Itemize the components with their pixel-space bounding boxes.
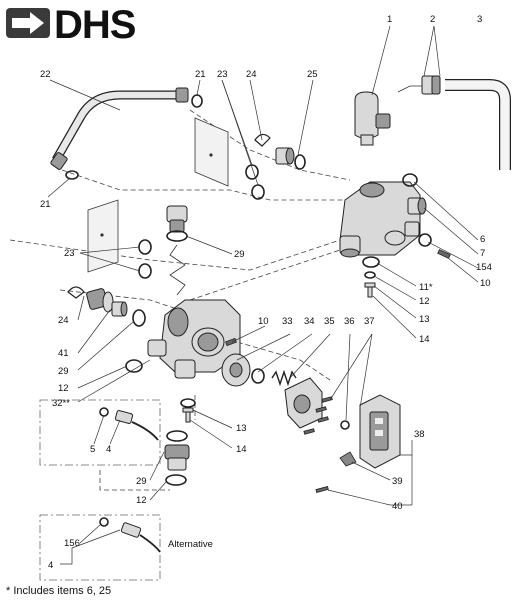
callout-32: 32**	[52, 398, 70, 409]
screw-13a	[364, 282, 376, 298]
spring-guide	[169, 244, 186, 296]
callout-14b: 14	[236, 444, 247, 455]
clip-24b	[67, 286, 85, 299]
callout-23b: 23	[64, 248, 75, 259]
screw-40	[315, 485, 329, 493]
bypass-pipe-22	[50, 87, 189, 170]
callout-21a: 21	[195, 69, 206, 80]
oring-11	[362, 256, 380, 268]
callout-13a: 13	[419, 314, 430, 325]
callout-10a: 10	[480, 278, 491, 289]
callout-34: 34	[304, 316, 315, 327]
drain-hose-3	[445, 79, 511, 170]
clip-39	[339, 451, 357, 467]
screws-37	[303, 396, 333, 435]
callout-7: 7	[480, 248, 485, 259]
oring-29c	[166, 430, 188, 442]
callout-14a: 14	[419, 334, 430, 345]
dhs-logo: DHS	[6, 3, 137, 47]
callout-13b: 13	[236, 423, 247, 434]
bracket-plate-lower	[87, 199, 119, 273]
oring-6	[402, 173, 418, 187]
washer-12c	[180, 398, 196, 408]
screw-13b	[182, 407, 194, 423]
washer-12d	[165, 474, 187, 486]
washer-37	[340, 420, 350, 430]
logo-text: DHS	[54, 3, 136, 47]
oring-29a	[166, 230, 188, 242]
washer-12a	[364, 271, 376, 279]
bracket-38	[359, 394, 401, 469]
callout-38: 38	[414, 429, 425, 440]
fitting-2	[421, 75, 441, 95]
oring-34	[251, 368, 265, 384]
oring-25	[294, 154, 306, 170]
upper-valve-body	[339, 181, 421, 258]
callout-4b: 4	[48, 560, 53, 571]
callout-33: 33	[282, 316, 293, 327]
adapter-25	[275, 147, 295, 165]
sensor-4b	[99, 517, 161, 553]
callout-10b: 10	[258, 316, 269, 327]
piston-housing-36	[284, 377, 323, 429]
lower-valve-body	[147, 299, 241, 379]
callout-41: 41	[58, 348, 69, 359]
callout-6: 6	[480, 234, 485, 245]
callout-21b: 21	[40, 199, 51, 210]
screw-10a	[437, 249, 451, 259]
oring-23d	[138, 263, 152, 279]
oring-23c	[138, 239, 152, 255]
oring-29b	[132, 309, 146, 327]
leader-lines	[47, 25, 479, 565]
callout-37: 37	[364, 316, 375, 327]
nut-41	[86, 288, 114, 313]
footnote: * Includes items 6, 25	[6, 585, 111, 597]
oring-21b	[65, 170, 79, 180]
clip-24a	[254, 133, 271, 147]
callout-29b: 29	[58, 366, 69, 377]
bracket-plate-upper	[194, 117, 229, 187]
callout-12c: 12	[136, 495, 147, 506]
callout-12b: 12	[58, 383, 69, 394]
oring-21a	[191, 94, 203, 108]
callout-154: 154	[476, 262, 492, 273]
callout-labels: 1 2 3 22 21 23 24 25 21 6 7 154 10 23 29…	[40, 14, 492, 571]
callout-2: 2	[430, 14, 435, 25]
spring-35	[271, 369, 297, 387]
callout-22: 22	[40, 69, 51, 80]
callout-4a: 4	[106, 444, 111, 455]
callout-25: 25	[307, 69, 318, 80]
inlet-fitting-29c	[164, 444, 190, 471]
callout-12a: 12	[419, 296, 430, 307]
callout-24b: 24	[58, 315, 69, 326]
callout-156: 156	[64, 538, 80, 549]
callout-40: 40	[392, 501, 403, 512]
callout-29c: 29	[136, 476, 147, 487]
callout-39: 39	[392, 476, 403, 487]
valve-cartridge-1	[354, 91, 391, 146]
oring-154	[418, 233, 432, 247]
callout-23a: 23	[217, 69, 228, 80]
callout-3: 3	[477, 14, 482, 25]
callout-1: 1	[387, 14, 392, 25]
adapter-7	[407, 197, 427, 215]
callout-35: 35	[324, 316, 335, 327]
sensor-4a	[99, 407, 159, 441]
alternative-label: Alternative	[168, 539, 213, 550]
callout-5: 5	[90, 444, 95, 455]
washer-12b	[125, 359, 143, 373]
inlet-fitting-29a	[166, 205, 188, 233]
callout-36: 36	[344, 316, 355, 327]
insert-41	[111, 301, 128, 317]
callout-24a: 24	[246, 69, 257, 80]
callout-11: 11*	[419, 282, 433, 293]
cover-33	[221, 353, 251, 387]
callout-29a: 29	[234, 249, 245, 260]
logo-arrow-icon	[12, 12, 44, 34]
